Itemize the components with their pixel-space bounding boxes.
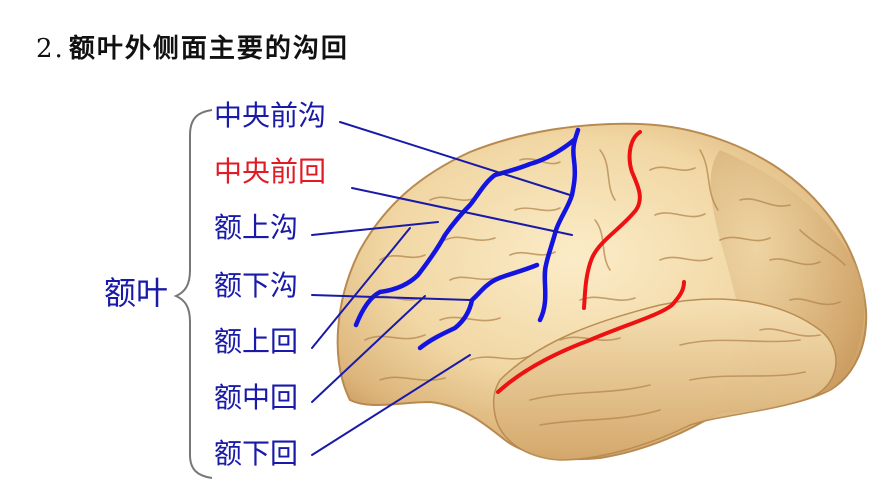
label-inferior-frontal-sulcus: 额下沟: [214, 269, 299, 302]
brain-illustration: [311, 121, 868, 461]
title-text: 额叶外侧面主要的沟回: [68, 34, 349, 64]
group-bracket: [173, 109, 213, 479]
label-superior-frontal-sulcus: 额上沟: [214, 211, 299, 244]
page-title: 2.额叶外侧面主要的沟回: [36, 28, 349, 65]
label-precentral-gyrus: 中央前回: [214, 155, 327, 188]
label-superior-frontal-gyrus: 额上回: [214, 325, 299, 358]
frontal-lobe-label: 额叶: [104, 274, 169, 312]
label-middle-frontal-gyrus: 额中回: [214, 381, 299, 414]
label-precentral-sulcus: 中央前沟: [214, 99, 327, 132]
label-inferior-frontal-gyrus: 额下回: [214, 437, 299, 470]
title-number: 2.: [36, 34, 65, 64]
